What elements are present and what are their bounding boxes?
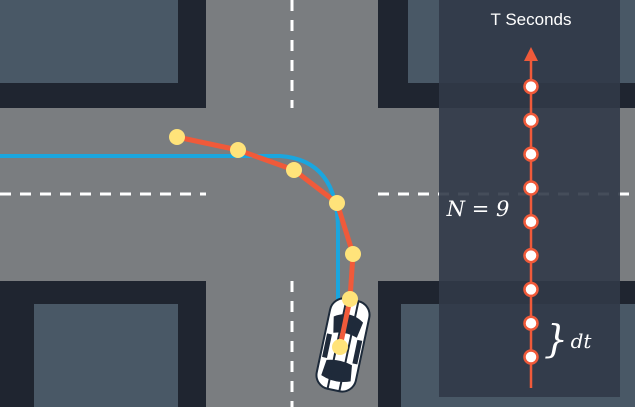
- trajectory-point: [329, 195, 345, 211]
- horizon-count-label: N = 9: [446, 197, 510, 221]
- trajectory-point: [345, 246, 361, 262]
- arrow-up-icon: [524, 47, 538, 61]
- timeline-panel: [439, 0, 620, 397]
- trajectory-point: [230, 142, 246, 158]
- timestep-duration-label: dt: [571, 329, 593, 353]
- timestep-node: [523, 180, 539, 196]
- timestep-nodes: [523, 78, 539, 365]
- timestep-node: [523, 349, 539, 365]
- trajectory-point: [169, 129, 185, 145]
- timestep-node: [523, 247, 539, 264]
- block-bottom-left: [34, 304, 178, 407]
- trajectory-point: [342, 291, 358, 307]
- timestep-node: [523, 214, 539, 230]
- panel-title: T Seconds: [491, 10, 572, 29]
- timestep-node: [523, 78, 539, 95]
- timestep-node: [523, 112, 539, 129]
- reference-path: [0, 154, 340, 302]
- timestep-node: [523, 281, 539, 298]
- trajectory-point: [332, 339, 348, 355]
- block-top-left: [0, 0, 178, 83]
- right-curly-brace-icon: }: [544, 317, 568, 361]
- timestep-node: [523, 146, 539, 162]
- timestep-node: [523, 315, 539, 331]
- trajectory-point: [286, 162, 302, 178]
- predicted-points: [169, 129, 361, 355]
